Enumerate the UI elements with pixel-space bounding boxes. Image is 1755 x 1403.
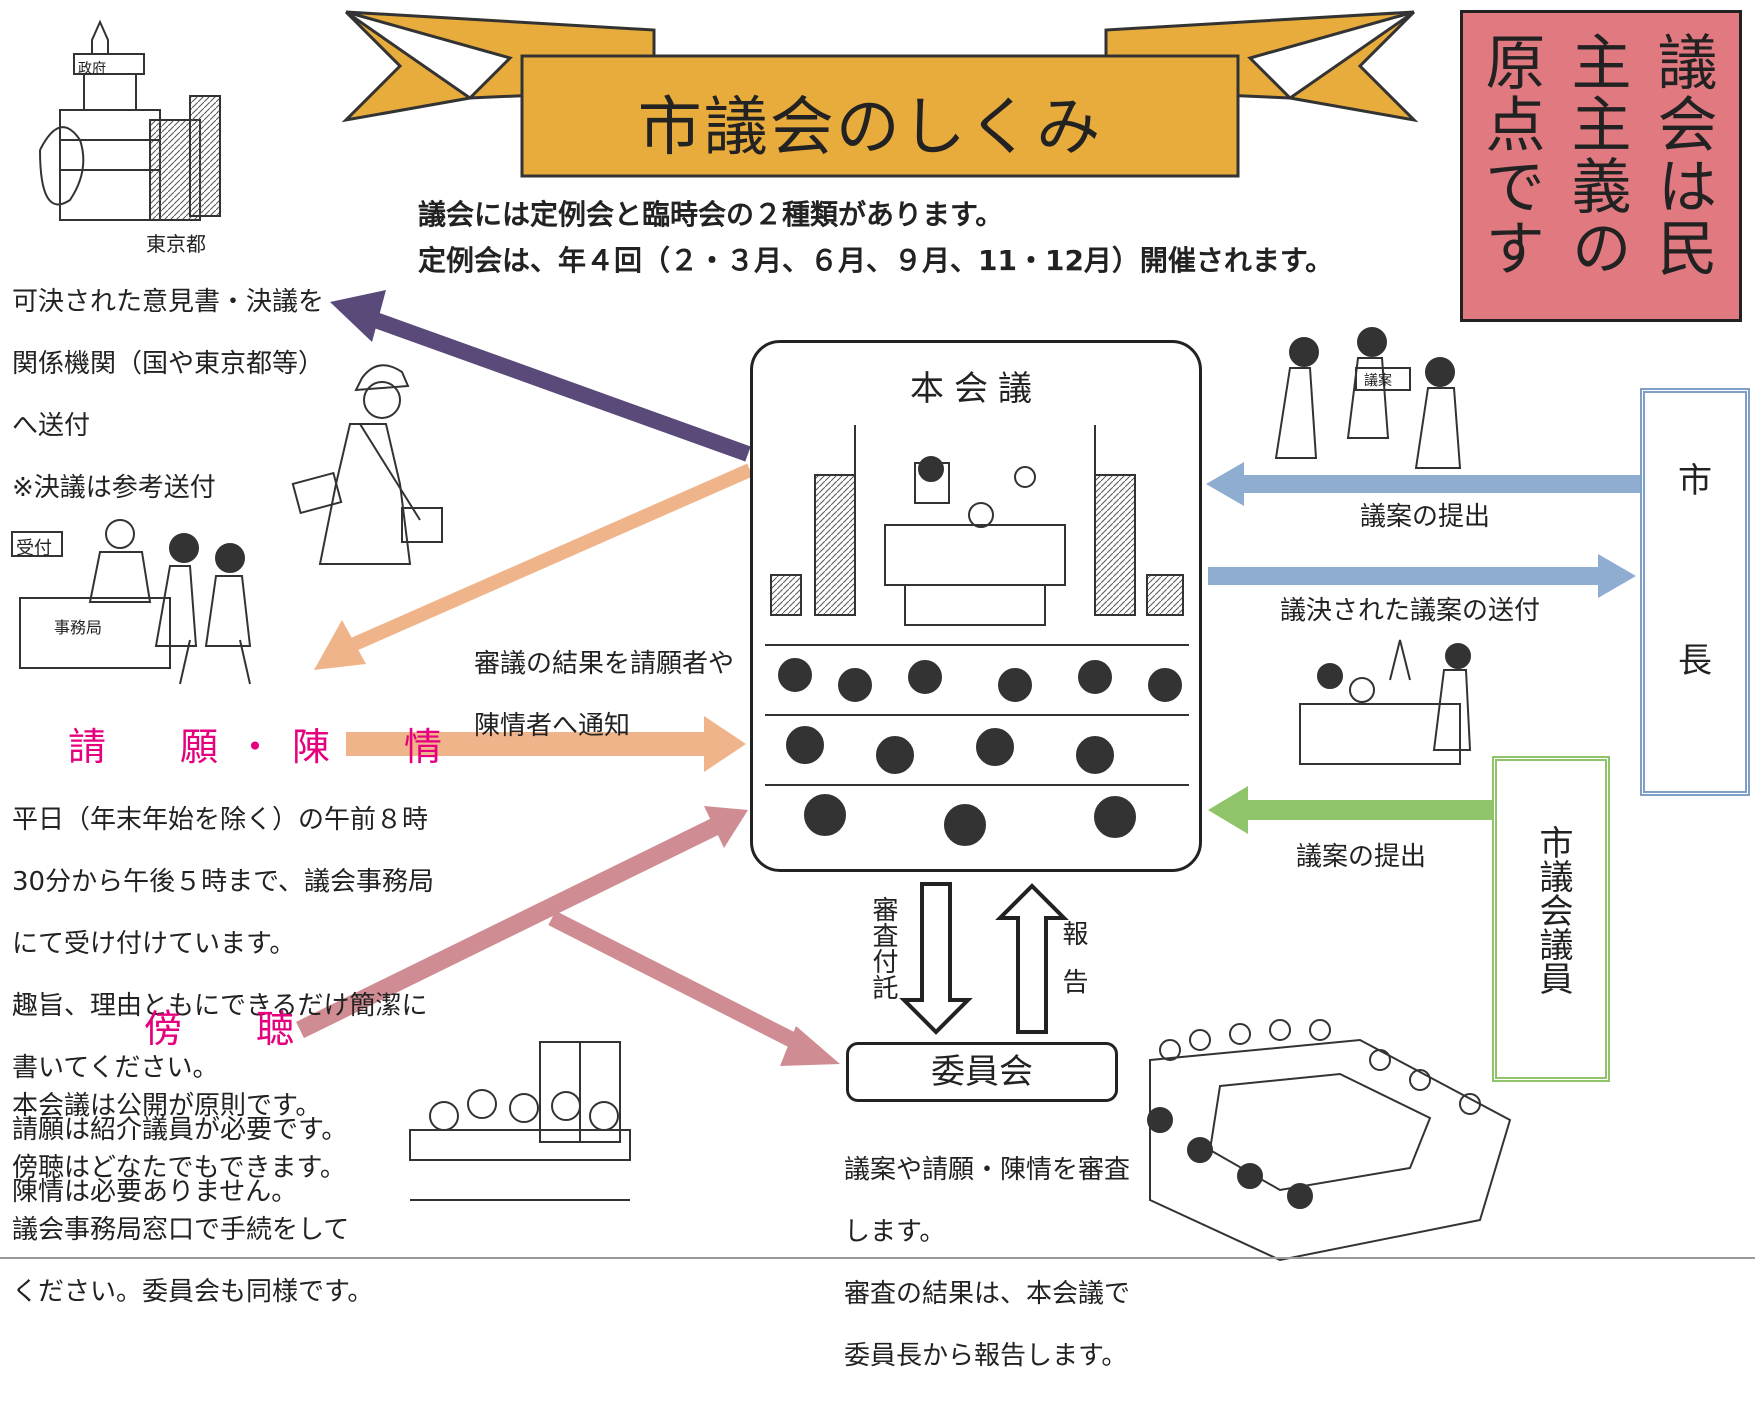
- petition-line: 平日（年末年始を除く）の午前８時: [12, 805, 429, 835]
- intro-line: 定例会は、年４回（２・３月、６月、９月、11・12月）開催されます。: [418, 244, 1334, 277]
- mail-carrier-icon: [291, 364, 443, 565]
- mayor-char: 市: [1678, 461, 1712, 501]
- observe-line: 議会事務局窓口で手続をして: [12, 1215, 350, 1245]
- page-title: 市議会のしくみ: [637, 91, 1103, 165]
- reception-label: 受付: [16, 538, 52, 559]
- send-line: ※決議は参考送付: [12, 473, 216, 503]
- mayor-box: 市 長: [1640, 388, 1750, 796]
- send-line: 可決された意見書・決議を: [12, 287, 325, 317]
- observe-heading: 傍 聴: [144, 1007, 313, 1051]
- observe-line: ください。委員会も同様です。: [12, 1277, 374, 1307]
- send-arrow: [330, 290, 751, 462]
- observe-line: 本会議は公開が原則です。: [12, 1091, 322, 1121]
- bill-send-label: 議決された議案の送付: [1280, 596, 1541, 626]
- government-building-icon: [39, 19, 221, 221]
- observe-line: 傍聴はどなたでもできます。: [12, 1153, 346, 1183]
- notify-line: 陳情者へ通知: [474, 711, 631, 741]
- mayor-arrows: [1206, 462, 1640, 598]
- observe-arrows: [296, 806, 840, 1066]
- government-label: 政府: [78, 61, 106, 77]
- main-session-box: 本会議: [750, 340, 1202, 872]
- mayor-char: 長: [1678, 641, 1712, 681]
- intro-text: 議会には定例会と臨時会の２種類があります。定例会は、年４回（２・３月、６月、９月…: [418, 192, 1333, 284]
- petition-line: 陳情は必要ありません。: [12, 1177, 298, 1207]
- report-arrow: [995, 883, 1069, 1034]
- petition-text: 平日（年末年始を除く）の午前８時 30分から午後５時まで、議会事務局 にて受け付…: [12, 774, 434, 1239]
- office-sign: 事務局: [54, 618, 103, 637]
- committee-line: 議案や請願・陳情を審査: [844, 1155, 1131, 1185]
- bill-submit-member-label: 議案の提出: [1296, 842, 1427, 872]
- committee-text: 議案や請願・陳情を審査 します。 審査の結果は、本会議で 委員長から報告します。: [844, 1124, 1130, 1403]
- committee-line: 審査の結果は、本会議で: [844, 1279, 1131, 1309]
- notify-text: 審議の結果を請願者や 陳情者へ通知: [474, 618, 734, 773]
- send-line: 関係機関（国や東京都等）: [12, 349, 325, 379]
- motto-text: 議会は民主主義の原点です: [1475, 31, 1717, 279]
- council-hall-icon: [765, 425, 1189, 846]
- report-label: 報告: [1058, 920, 1088, 1016]
- petition-line: 書いてください。: [12, 1053, 219, 1083]
- bill-handover-icon: [1274, 327, 1462, 469]
- diagram-canvas: [0, 10, 1755, 1262]
- tokyo-label: 東京都: [146, 232, 206, 256]
- committee-meeting-icon: [1147, 1019, 1512, 1262]
- petition-heading: 請 願・陳 情: [68, 725, 461, 769]
- petition-line: 請願は紹介議員が必要です。: [12, 1115, 348, 1145]
- motto-box: 議会は民主主義の原点です: [1460, 10, 1742, 322]
- petition-line: 趣旨、理由ともにできるだけ簡潔に: [12, 991, 428, 1021]
- intro-line: 議会には定例会と臨時会の２種類があります。: [418, 198, 1004, 231]
- petition-arrow: [346, 716, 746, 772]
- petition-line: 30分から午後５時まで、議会事務局: [12, 867, 435, 897]
- bill-sign: 議案: [1364, 373, 1392, 389]
- title-banner: [341, 10, 1419, 178]
- council-member-label: 市議会議員: [1533, 825, 1573, 995]
- send-line: へ送付: [12, 411, 91, 441]
- observe-text: 本会議は公開が原則です。 傍聴はどなたでもできます。 議会事務局窓口で手続をして…: [12, 1060, 373, 1339]
- reception-desk-icon: [11, 519, 252, 685]
- council-member-box: 市議会議員: [1492, 756, 1610, 1082]
- committee-line: 委員長から報告します。: [844, 1341, 1128, 1371]
- mayor-desk-icon: [1299, 639, 1472, 765]
- main-session-title: 本会議: [910, 369, 1042, 409]
- refer-arrow: [899, 882, 973, 1035]
- notify-line: 審議の結果を請願者や: [474, 649, 735, 679]
- member-arrow: [1208, 786, 1492, 834]
- gallery-audience-icon: [409, 1041, 631, 1201]
- petition-line: にて受け付けています。: [12, 929, 296, 959]
- send-text: 可決された意見書・決議を 関係機関（国や東京都等） へ送付 ※決議は参考送付: [12, 256, 324, 535]
- refer-label: 審査付託: [868, 896, 898, 1000]
- committee-box: 委員会: [846, 1042, 1118, 1102]
- bill-submit-mayor-label: 議案の提出: [1360, 502, 1491, 532]
- committee-line: します。: [844, 1217, 946, 1247]
- notify-arrow: [314, 463, 753, 670]
